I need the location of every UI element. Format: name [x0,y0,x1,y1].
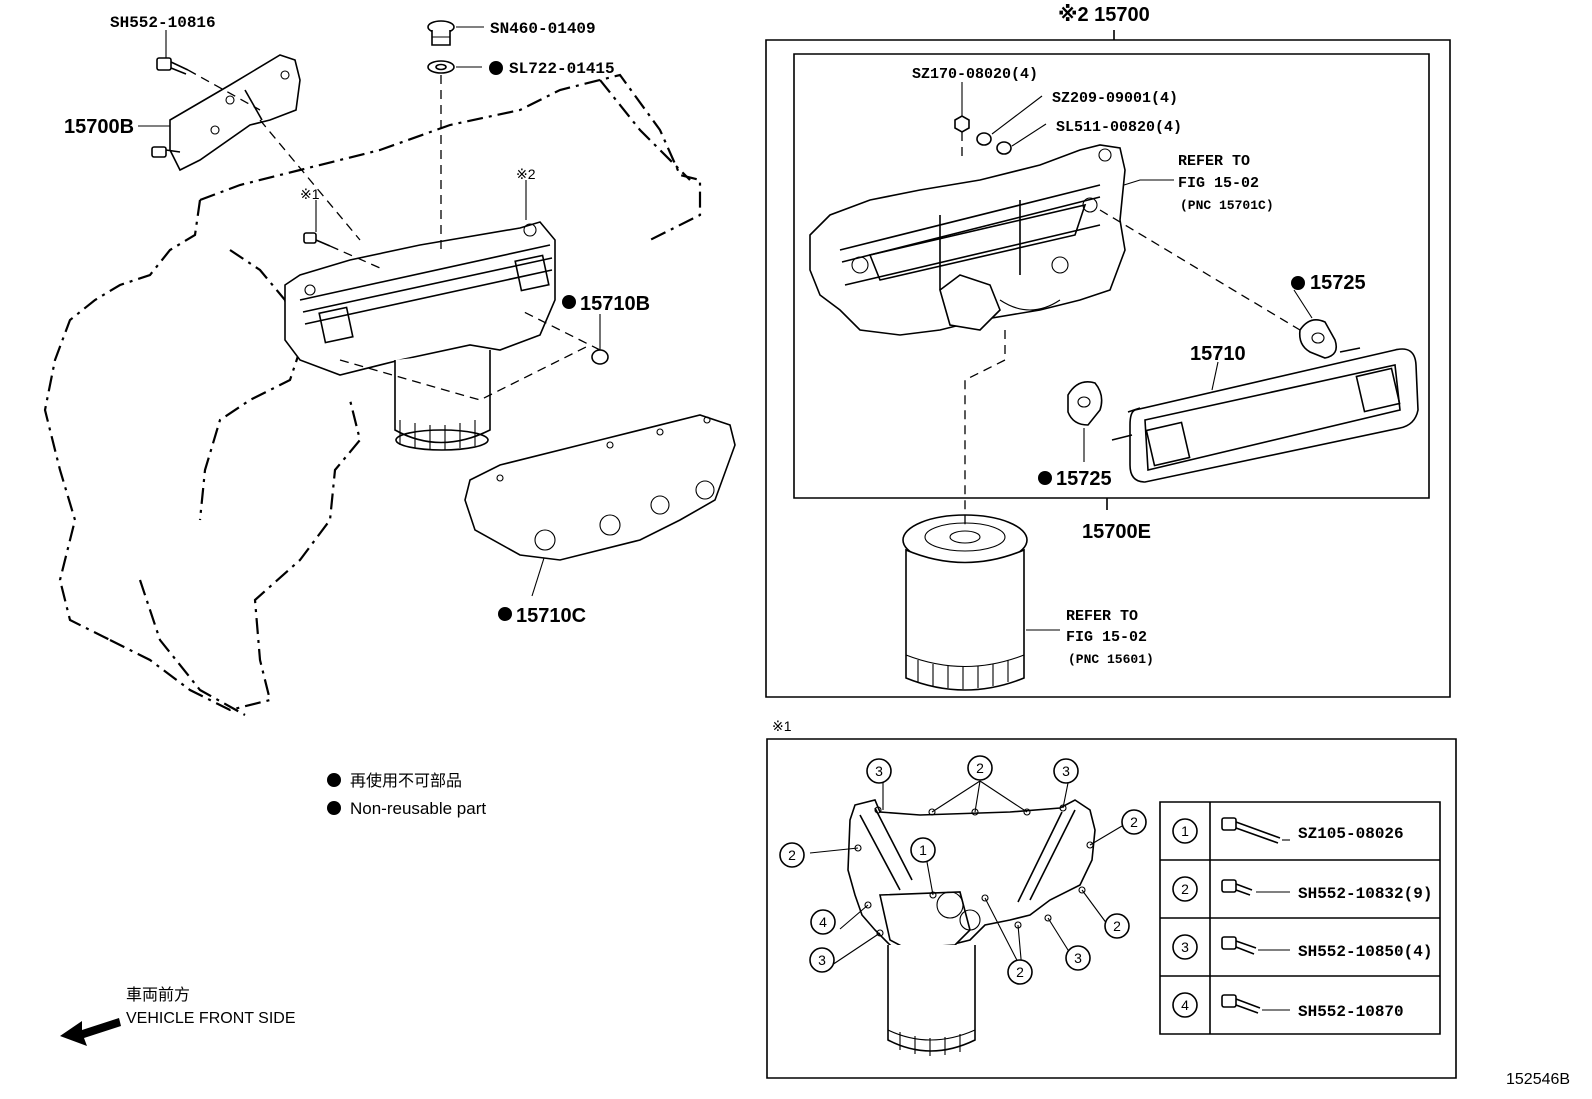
vehicle-front-arrow-icon [60,1018,121,1046]
callout-3-b: 3 [1062,763,1070,779]
callout-3-d: 3 [1074,950,1082,966]
label-refer-bot-1: REFER TO [1066,608,1138,625]
label-sn460-01409: SN460-01409 [490,20,596,38]
engine-phantom-outline [43,73,702,716]
label-15725-upper: 15725 [1310,272,1366,294]
table-part-3: SH552-10850(4) [1298,943,1432,961]
gasket-15725-lower [1067,381,1103,426]
label-sz209-09001: SZ209-09001(4) [1052,90,1178,107]
box-15700e [793,53,1430,510]
label-detail-ref1: ※1 [772,718,792,734]
callout-2-a: 2 [976,760,984,776]
table-part-4: SH552-10870 [1298,1003,1404,1021]
table-part-1: SZ105-08026 [1298,825,1404,843]
front-label-en: VEHICLE FRONT SIDE [126,1010,296,1027]
table-num-1: 1 [1181,823,1189,839]
bolt-icon-1 [1221,817,1290,844]
nut-sz170 [954,115,970,133]
label-refer-top-2: FIG 15-02 [1178,175,1259,192]
label-ref1-left: ※1 [300,186,320,202]
gasket-sl722-01415 [427,60,455,74]
gasket-15725-upper [1298,319,1338,359]
label-sh552-10816: SH552-10816 [110,14,216,32]
callout-2-b: 2 [1130,814,1138,830]
table-num-2: 2 [1181,881,1189,897]
washer-sz209 [976,132,992,146]
bolt-lower-bracket [151,146,181,158]
detail-housing [847,799,1096,1056]
legend-en: Non-reusable part [350,799,486,818]
gasket-15710c [464,414,736,561]
label-refer-top-3: (PNC 15701C) [1180,198,1274,213]
table-num-4: 4 [1181,997,1189,1013]
bolt-icon-2 [1221,879,1290,896]
label-15700b: 15700B [64,116,134,138]
cooler-element-15710 [1111,347,1419,483]
table-part-2: SH552-10832(9) [1298,885,1432,903]
plug-sn460-01409 [427,20,455,46]
bolt-sh552-10816 [156,57,189,75]
callout-1: 1 [919,842,927,858]
bracket-15700b [169,54,301,172]
label-15725-lower: 15725 [1056,468,1112,490]
washer-sl511 [996,141,1012,155]
detail-box [766,738,1457,1079]
box-15700 [765,30,1451,698]
legend-jp: 再使用不可部品 [350,772,462,790]
leader-lines-left [138,26,601,597]
bolt-icon-4 [1221,994,1290,1014]
leader-lines-right [961,82,1313,631]
callout-2-d: 2 [1113,918,1121,934]
figure-id: 152546B [1506,1071,1570,1088]
callout-2-c: 2 [788,847,796,863]
callout-2-e: 2 [1016,964,1024,980]
non-reusable-dots [327,61,1305,815]
bolt-table [1159,801,1441,1035]
callout-3-a: 3 [875,763,883,779]
label-refer-bot-3: (PNC 15601) [1068,652,1154,667]
oil-filter [902,514,1028,691]
table-number-circles [1172,818,1198,1018]
label-refer-top-1: REFER TO [1178,153,1250,170]
assembly-dash-lines-right [961,132,1301,530]
label-15710c: 15710C [516,605,586,627]
assembly-dash-lines-left [187,69,601,401]
label-15710: 15710 [1190,343,1246,365]
label-15710b: 15710B [580,293,650,315]
bolt-icon-3 [1221,936,1290,955]
label-sz170-08020: SZ170-08020(4) [912,66,1038,83]
label-15700e: 15700E [1082,521,1151,543]
label-15700: ※2 15700 [1058,4,1150,26]
table-num-3: 3 [1181,939,1189,955]
detail-callout-circles [779,755,1147,985]
oil-cooler-housing-right [809,144,1126,336]
front-label-jp: 車両前方 [126,986,190,1004]
callout-4: 4 [819,914,827,930]
bolt-ref1 [303,232,331,247]
callout-3-c: 3 [818,952,826,968]
o-ring-15710b [591,349,609,365]
label-ref2-left: ※2 [516,166,536,182]
oil-cooler-assembly-left [284,221,556,451]
label-sl722-01415: SL722-01415 [509,60,615,78]
label-sl511-00820: SL511-00820(4) [1056,119,1182,136]
label-refer-bot-2: FIG 15-02 [1066,629,1147,646]
